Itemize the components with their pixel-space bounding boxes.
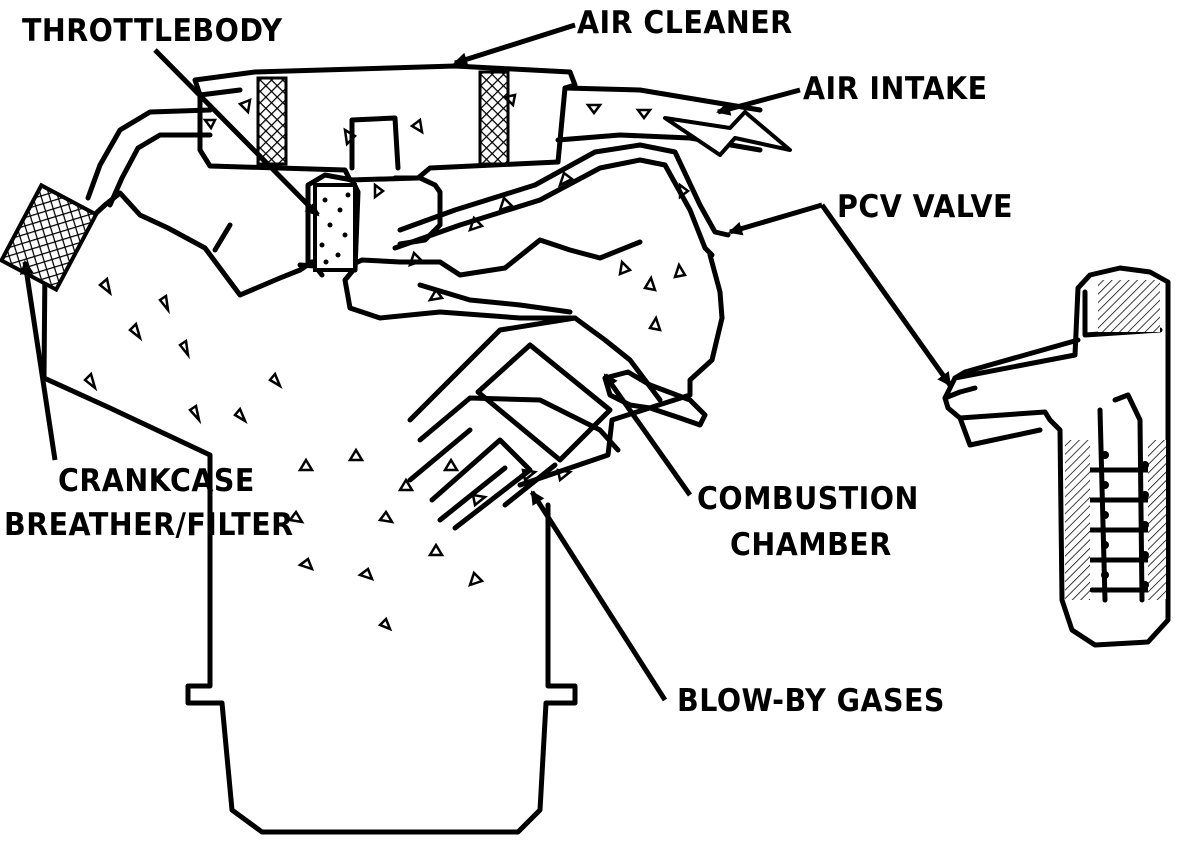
leader-combustion [602,373,693,497]
label-air-intake: AIR INTAKE [803,71,988,107]
leader-crankcase [19,260,58,461]
cylinder-wall [407,315,663,423]
label-crankcase-line1: CRANKCASE [58,463,255,499]
label-combustion: COMBUSTION [697,480,919,518]
air-cleaner-housing [192,63,578,183]
leader-pcv-to-detail [819,203,953,387]
air-cleaner-element-left [256,76,288,166]
pcv-valve-spring [1101,451,1149,589]
label-throttlebody: THROTTLEBODY [22,13,283,49]
air-cleaner-element-right [478,70,510,166]
flow-arrows [83,93,691,632]
air-intake-flow-arrow [663,110,792,157]
label-pcv-valve: PCV VALVE [837,189,1013,225]
label-chamber: CHAMBER [730,526,892,564]
label-air-cleaner: AIR CLEANER [577,5,793,41]
label-blow-by-gases: BLOW-BY GASES [677,683,945,719]
label-combustion-line2: CHAMBER [730,527,892,563]
connecting-rod [429,437,533,531]
piston [475,342,613,463]
leader-air-cleaner [453,22,576,67]
label-breather-filter: BREATHER/FILTER [4,506,294,544]
label-crankcase-line2: BREATHER/FILTER [4,507,294,543]
leader-throttlebody [153,48,320,217]
crankcase-breather-filter [0,182,99,293]
throttle-body-texture [319,192,351,265]
label-crankcase: CRANKCASE [58,462,255,500]
breather-hose [85,107,213,201]
engine-block-outline [41,259,578,835]
pcv-hose [392,157,715,258]
leader-pcv-to-hose [728,202,823,236]
throttle-body-block [313,183,357,272]
leader-blow-by [529,490,668,702]
label-combustion-line1: COMBUSTION [697,481,919,517]
leader-air-intake [716,87,801,116]
